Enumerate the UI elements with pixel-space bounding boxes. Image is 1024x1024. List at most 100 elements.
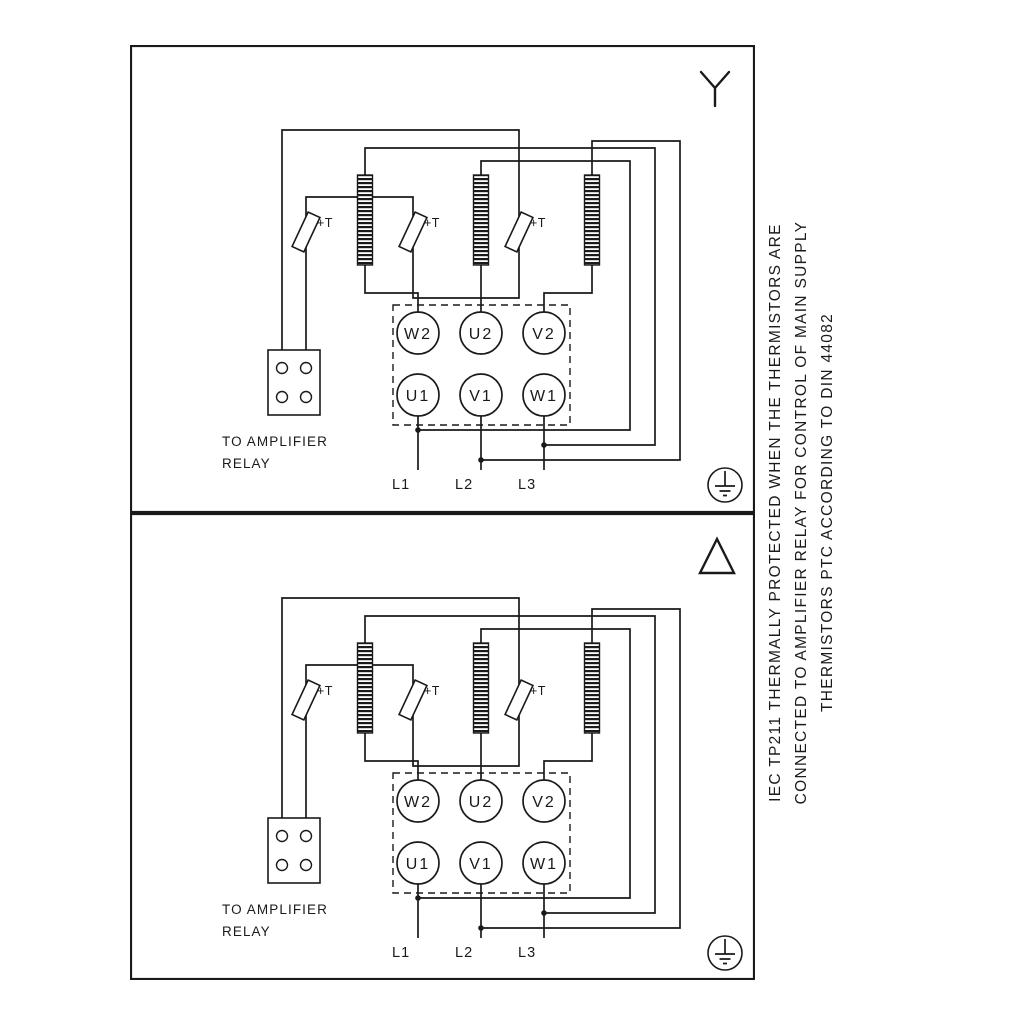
terminal-label: U1: [406, 856, 430, 873]
winding-coil: [583, 642, 601, 734]
winding1-bottom-wire: [364, 733, 419, 780]
thermistor-symbol: [291, 210, 321, 254]
earth-ground-icon: [707, 935, 743, 971]
winding3-bottom-wire: [543, 733, 593, 780]
motor-windings: [356, 174, 601, 266]
earth-ground-icon: [707, 467, 743, 503]
junction-dot: [478, 925, 484, 931]
relay-note-line1: TO AMPLIFIER: [222, 434, 328, 449]
relay-note-line1: TO AMPLIFIER: [222, 902, 328, 917]
winding1-bottom-wire: [364, 265, 419, 312]
winding-coil: [356, 174, 374, 266]
star-connection-icon: [699, 70, 731, 108]
terminal-w2: W2: [396, 311, 440, 355]
junction-dot: [541, 442, 547, 448]
amplifier-relay-connector: TO AMPLIFIER RELAY: [222, 817, 328, 939]
terminal-label: V2: [532, 326, 556, 343]
mains-label-l2: L2: [455, 945, 473, 961]
terminal-label: W1: [530, 388, 558, 405]
terminal-label: U2: [469, 794, 493, 811]
thermistor-label: +T: [317, 216, 333, 230]
thermistor-symbol: [398, 678, 428, 722]
terminal-label: V1: [469, 856, 493, 873]
winding-coil: [472, 174, 490, 266]
relay-connector-body: [267, 817, 321, 884]
winding2-top-wire: [418, 628, 631, 899]
relay-pin: [275, 858, 289, 872]
terminal-v2: V2: [522, 311, 566, 355]
amplifier-relay-connector: TO AMPLIFIER RELAY: [222, 349, 328, 471]
thermistor: +T: [291, 210, 333, 254]
junction-dot: [415, 427, 421, 433]
junction-dot: [478, 457, 484, 463]
thermistor: +T: [504, 678, 546, 722]
panel-border: [130, 45, 755, 513]
winding-coil: [356, 642, 374, 734]
winding-coil: [583, 174, 601, 266]
terminal-u1: U1: [396, 841, 440, 885]
delta-wiring-panel: +T +T +T W2 U2 V2 U: [130, 513, 755, 980]
junction-dot: [415, 895, 421, 901]
relay-pin: [275, 390, 289, 404]
side-note-line-3: THERMISTORS PTC ACCORDING TO DIN 44082: [819, 312, 836, 713]
terminal-label: V2: [532, 794, 556, 811]
terminal-v1: V1: [459, 373, 503, 417]
winding3-top-wire: [481, 608, 681, 929]
thermistor: +T: [398, 678, 440, 722]
thermistor-chain-wire: [281, 597, 520, 818]
side-note-line-1: IEC TP211 THERMALLY PROTECTED WHEN THE T…: [767, 223, 784, 802]
terminal-label: W1: [530, 856, 558, 873]
winding3-top-wire: [481, 140, 681, 461]
thermistor-label: +T: [317, 684, 333, 698]
thermistor-chain-wire: [281, 129, 520, 350]
terminal-label: W2: [404, 794, 432, 811]
terminal-w1: W1: [522, 373, 566, 417]
terminal-label: W2: [404, 326, 432, 343]
side-note: IEC TP211 THERMALLY PROTECTED WHEN THE T…: [763, 45, 843, 980]
relay-pin: [299, 390, 313, 404]
relay-pin: [275, 829, 289, 843]
mains-label-l1: L1: [392, 477, 410, 493]
thermistor: +T: [291, 678, 333, 722]
terminal-board: W2 U2 V2 U1 V1 W1: [392, 772, 571, 894]
winding-coil: [472, 642, 490, 734]
terminal-v2: V2: [522, 779, 566, 823]
terminal-u1: U1: [396, 373, 440, 417]
thermistor-label: +T: [530, 216, 546, 230]
wiring: [281, 129, 681, 470]
terminal-v1: V1: [459, 841, 503, 885]
terminal-w1: W1: [522, 841, 566, 885]
terminal-board-outline: [392, 772, 571, 894]
thermistor-label: +T: [530, 684, 546, 698]
winding3-bottom-wire: [543, 265, 593, 312]
thermistor-symbol: [504, 678, 534, 722]
relay-pin: [275, 361, 289, 375]
mains-label-l3: L3: [518, 945, 536, 961]
terminal-w2: W2: [396, 779, 440, 823]
delta-connection-icon: [698, 536, 736, 575]
panel-border: [130, 513, 755, 980]
winding1-top-wire: [364, 615, 656, 914]
star-wiring-panel: +T +T +T W2 U2 V2 U: [130, 45, 755, 513]
thermistor: +T: [398, 210, 440, 254]
relay-pin: [299, 829, 313, 843]
thermistor-symbol: [291, 678, 321, 722]
thermistor-label: +T: [424, 216, 440, 230]
relay-connector-body: [267, 349, 321, 416]
thermistor-label: +T: [424, 684, 440, 698]
junction-dot: [541, 910, 547, 916]
terminal-label: U1: [406, 388, 430, 405]
thermistor-symbol: [504, 210, 534, 254]
terminal-board-outline: [392, 304, 571, 426]
relay-pin: [299, 858, 313, 872]
side-note-line-2: CONNECTED TO AMPLIFIER RELAY FOR CONTROL…: [793, 220, 810, 805]
terminal-label: V1: [469, 388, 493, 405]
thermistor: +T: [504, 210, 546, 254]
mains-label-l2: L2: [455, 477, 473, 493]
mains-label-l1: L1: [392, 945, 410, 961]
relay-pin: [299, 361, 313, 375]
mains-label-l3: L3: [518, 477, 536, 493]
motor-windings: [356, 642, 601, 734]
terminal-board: W2 U2 V2 U1 V1 W1: [392, 304, 571, 426]
